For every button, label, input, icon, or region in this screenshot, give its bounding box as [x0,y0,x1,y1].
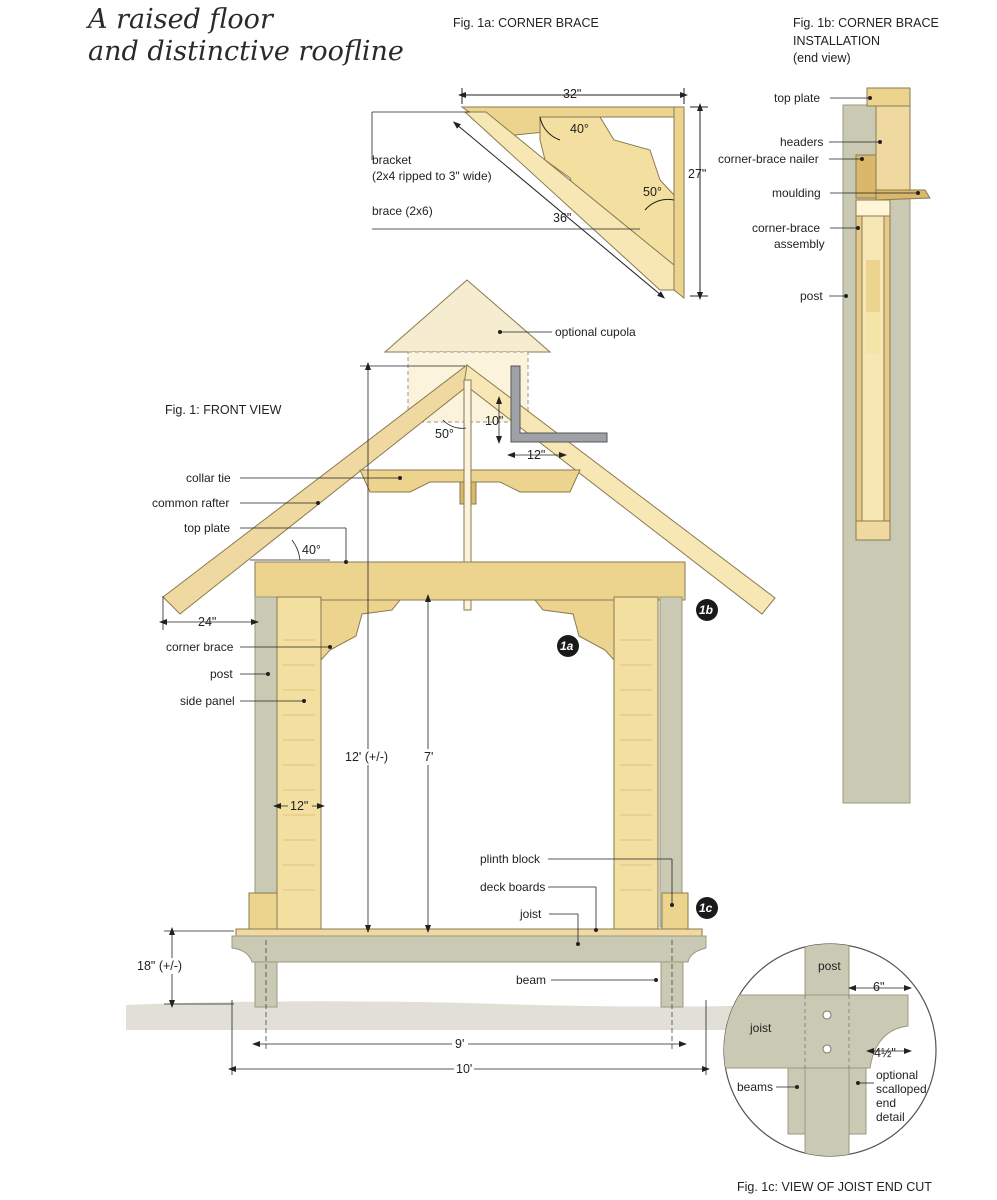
fig1b-label-nailer: corner-brace nailer [718,152,819,166]
fig1b-title-3: (end view) [793,51,851,65]
fig1b-label-headers: headers [780,135,823,149]
fig1-label-collar-tie: collar tie [186,471,231,485]
fig1a-dim-side: 27" [688,167,706,181]
callout-badge-1b: 1b [696,599,718,621]
fig1-angle-ridge: 50° [435,427,454,441]
fig1b-label-post: post [800,289,823,303]
fig1a-dim-top: 32" [563,87,581,101]
fig1-label-deck-boards: deck boards [480,880,545,894]
svg-text:1a: 1a [560,639,574,653]
fig1c-dim-6: 6" [873,980,884,994]
fig1-dim-10ft: 10' [456,1062,472,1076]
fig1c-label-beams: beams [737,1080,773,1094]
fig1a-label-bracket-2: (2x4 ripped to 3" wide) [372,169,492,183]
callout-badge-1a: 1a [557,635,579,657]
fig1-label-corner-brace: corner brace [166,640,234,654]
fig1c-title: Fig. 1c: VIEW OF JOIST END CUT [737,1180,932,1194]
fig1-label-joist: joist [519,907,542,921]
fig1a-corner-brace: Fig. 1a: CORNER BRACE 32" 27" 36" 40° 50… [371,16,708,300]
fig1-front-view: Fig. 1: FRONT VIEW [126,279,850,1077]
callout-badge-1c: 1c [696,897,718,919]
fig1c-label-optional-1: optional [876,1068,918,1082]
fig1-dim-9ft: 9' [455,1037,464,1051]
fig1-dim-12-top: 12" [527,448,545,462]
fig1c-label-optional-2: scalloped [876,1082,927,1096]
fig1b-label-assembly-1: corner-brace [752,221,820,235]
fig1-label-post: post [210,667,233,681]
fig1a-title: Fig. 1a: CORNER BRACE [453,16,599,30]
svg-text:1c: 1c [699,901,713,915]
fig1-dim-18: 18" (+/-) [137,959,182,973]
fig1-angle-eave: 40° [302,543,321,557]
fig1-label-cupola: optional cupola [555,325,636,339]
fig1a-label-brace: brace (2x6) [372,204,433,218]
fig1-label-common-rafter: common rafter [152,496,229,510]
fig1a-dim-diag: 36" [553,211,571,225]
fig1b-corner-brace-installation: Fig. 1b: CORNER BRACE INSTALLATION (end … [718,16,939,804]
fig1a-angle-bottom: 50° [643,185,662,199]
fig1-dim-12-panel: 12" [290,799,308,813]
fig1c-joist-end-cut: post joist beams 6" 4½" optional scallop… [723,943,937,1194]
fig1-dim-12ft: 12' (+/-) [345,750,388,764]
fig1-label-beam: beam [516,973,546,987]
svg-text:1b: 1b [699,603,713,617]
side-panel-boards [283,639,652,891]
fig1-label-plinth-block: plinth block [480,852,541,866]
title-line-2: and distinctive roofline [88,36,404,67]
fig1a-angle-top: 40° [570,122,589,136]
fig1b-label-top-plate: top plate [774,91,820,105]
fig1c-label-post: post [818,959,841,973]
fig1b-title-2: INSTALLATION [793,34,880,48]
fig1-label-top-plate: top plate [184,521,230,535]
fig1c-dim-4half: 4½" [874,1046,896,1060]
page-title: A raised floor and distinctive roofline [88,4,404,68]
fig1-dim-7ft: 7' [424,750,433,764]
fig1-dim-10: 10" [485,414,503,428]
title-line-1: A raised floor [88,4,273,35]
fig1-label-side-panel: side panel [180,694,235,708]
fig1b-title-1: Fig. 1b: CORNER BRACE [793,16,939,30]
fig1c-label-optional-4: detail [876,1110,905,1124]
fig1a-label-bracket-1: bracket [372,153,412,167]
fig1-dim-24: 24" [198,615,216,629]
fig1c-label-optional-3: end [876,1096,896,1110]
fig1-title: Fig. 1: FRONT VIEW [165,403,282,417]
fig1c-label-joist: joist [749,1021,772,1035]
fig1b-label-moulding: moulding [772,186,821,200]
fig1b-label-assembly-2: assembly [774,237,825,251]
